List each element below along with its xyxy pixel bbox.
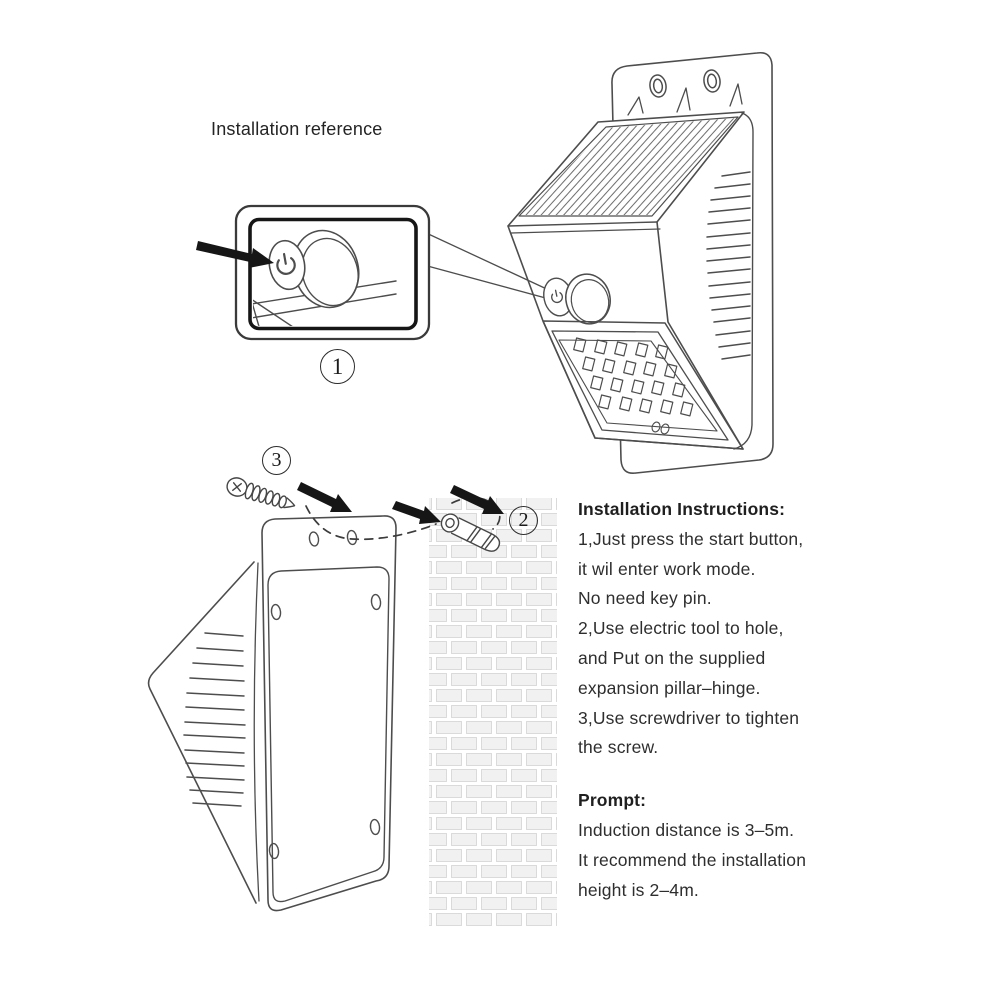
instruction-line: the screw.	[578, 737, 659, 758]
instruction-line: 2,Use electric tool to hole,	[578, 618, 784, 639]
solar-panel	[507, 116, 739, 234]
power-button-closeup	[196, 204, 431, 341]
side-wedge	[147, 561, 257, 904]
instructions-panel: Installation Instructions: 1,Just press …	[578, 495, 888, 905]
phillips-cross-icon	[232, 482, 242, 492]
cooling-fins	[706, 171, 751, 360]
prompt-line: height is 2–4m.	[578, 879, 699, 900]
instruction-line: and Put on the supplied	[578, 647, 766, 668]
instruction-line: 1,Just press the start button,	[578, 528, 804, 549]
closeup-motion-sensor	[292, 229, 360, 309]
rear-mounting-plate	[261, 515, 397, 912]
figure-number-3-badge: 3	[262, 446, 291, 475]
rear-back-cover	[267, 566, 390, 903]
instruction-line: expansion pillar–hinge.	[578, 677, 761, 698]
hanging-tabs	[627, 83, 743, 116]
brick-wall	[429, 498, 557, 926]
figure-number-2-badge: 2	[509, 506, 538, 535]
page-title: Installation reference	[211, 119, 383, 139]
figure-number-2: 2	[518, 509, 529, 531]
figure-number-1: 1	[331, 353, 344, 379]
rear-screw-holes	[268, 593, 382, 860]
solar-light-front-view	[408, 51, 774, 475]
led-grid	[573, 337, 694, 417]
instruction-line: 3,Use screwdriver to tighten	[578, 707, 800, 728]
instructions-heading: Installation Instructions:	[578, 499, 786, 519]
motion-sensor	[565, 273, 611, 325]
figure-number-3: 3	[271, 449, 282, 471]
direction-arrow	[297, 482, 352, 512]
prompt-line: It recommend the installation	[578, 849, 807, 870]
direction-arrow	[450, 485, 504, 514]
prompt-line: Induction distance is 3–5m.	[578, 819, 795, 840]
press-button-arrow	[196, 241, 274, 268]
rear-keyhole-slots	[308, 529, 358, 547]
keyhole-slots	[649, 69, 721, 98]
rear-cooling-fins	[183, 632, 246, 807]
callout-connector-lines	[408, 224, 554, 301]
closeup-power-button	[268, 239, 306, 291]
figure-number-1-badge: 1	[320, 349, 355, 384]
instruction-line: it wil enter work mode.	[578, 558, 756, 579]
mounting-hardware	[226, 477, 504, 552]
prompt-heading: Prompt:	[578, 790, 647, 811]
solar-light-rear-view	[147, 515, 397, 912]
direction-arrow	[392, 501, 441, 524]
instruction-line: No need key pin.	[578, 588, 712, 609]
panel-screws	[651, 421, 670, 435]
housing-corner-lines	[253, 298, 297, 326]
mounting-screw	[226, 477, 296, 509]
expansion-anchor	[440, 513, 501, 552]
solar-cell-hatch	[521, 118, 737, 215]
direction-arrows	[297, 482, 504, 524]
led-panel	[542, 320, 744, 450]
